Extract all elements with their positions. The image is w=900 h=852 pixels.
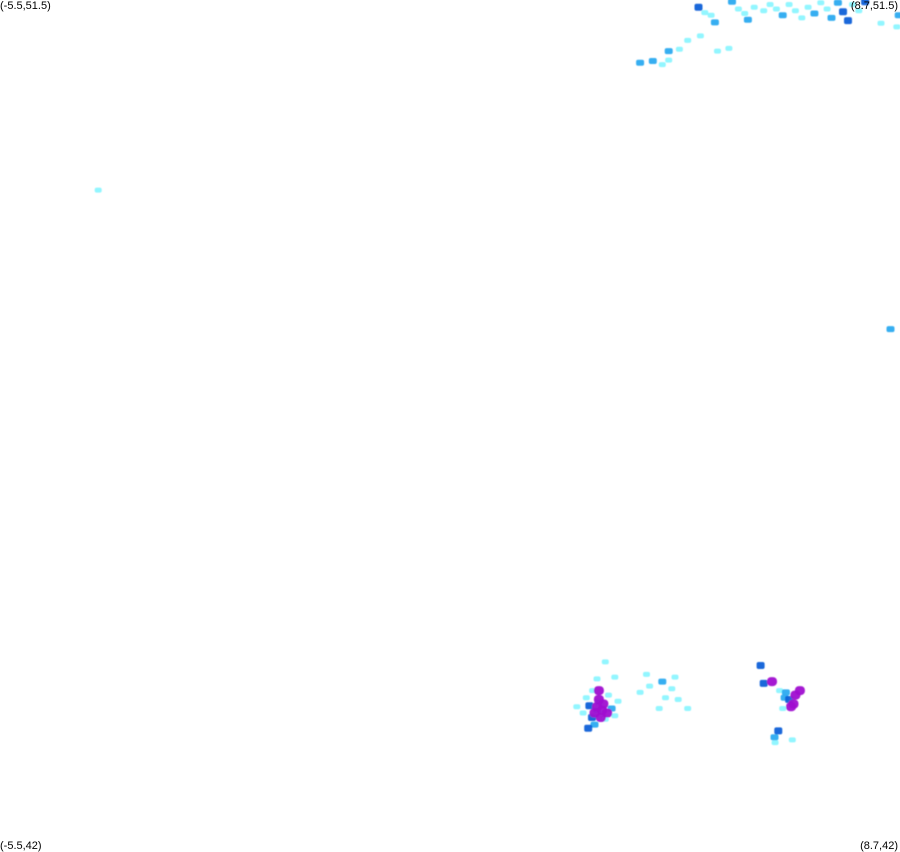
precip-cell-medium <box>664 48 673 55</box>
precip-cell-medium <box>778 12 787 19</box>
precip-cell-light <box>684 706 692 711</box>
precip-cell-strong <box>774 727 783 735</box>
precip-cell-strong <box>844 17 852 25</box>
precip-cell-light <box>605 692 612 698</box>
precip-cell-light <box>701 10 709 16</box>
precip-cell-light <box>798 15 806 21</box>
precip-cell-light <box>823 6 831 12</box>
precip-cell-light <box>877 20 885 26</box>
precip-cell-light <box>817 0 825 6</box>
precip-cell-light <box>611 674 619 680</box>
precip-cell-light <box>788 737 796 743</box>
corner-label-top-right: (8.7,51.5) <box>850 0 898 12</box>
precip-cell-medium <box>770 734 779 741</box>
precip-cell-medium <box>781 689 790 696</box>
precip-cell-light <box>662 695 669 701</box>
precip-cell-light <box>707 12 715 18</box>
precip-cell-light <box>791 8 799 14</box>
precip-cell-light <box>668 686 676 692</box>
precip-cell-strong <box>694 3 703 11</box>
precip-cell-light <box>658 62 666 68</box>
precip-cell-strong <box>756 662 765 669</box>
precip-cell-light <box>636 689 644 695</box>
precip-cell-light <box>655 706 663 711</box>
precip-cell-light <box>855 8 863 14</box>
precip-cell-light <box>772 6 780 12</box>
precip-cell-light <box>766 2 774 7</box>
precip-cell-medium <box>710 19 719 26</box>
precip-cell-light <box>674 697 682 702</box>
precip-cell-intense <box>786 702 796 712</box>
precip-cell-medium <box>658 678 667 685</box>
precip-cell-light <box>776 688 784 694</box>
corner-label-bottom-right: (8.7,42) <box>860 840 898 852</box>
precip-cell-intense <box>595 713 606 722</box>
precip-cell-medium <box>590 721 599 728</box>
precip-cell-medium <box>894 12 900 19</box>
precip-cell-medium <box>728 0 736 5</box>
precip-cell-medium <box>810 10 819 17</box>
precip-cell-light <box>741 11 749 16</box>
precip-cell-light <box>849 2 856 7</box>
precip-cell-light <box>760 8 768 14</box>
corner-label-bottom-left: (-5.5,42) <box>0 840 42 852</box>
precip-cell-intense <box>593 686 604 696</box>
precip-cell-strong <box>759 679 768 687</box>
precip-cell-light <box>675 46 683 52</box>
precip-cell-medium <box>833 0 842 6</box>
precip-cell-light <box>593 676 601 682</box>
precip-cell-medium <box>743 16 752 23</box>
precip-cell-light <box>893 24 900 30</box>
precip-cell-strong <box>839 8 847 16</box>
precip-cell-light <box>671 674 679 680</box>
precip-cell-light <box>785 2 793 7</box>
precip-cell-light <box>725 45 733 51</box>
precip-cell-light <box>573 704 581 710</box>
precip-cell-light <box>804 4 812 10</box>
precip-cell-light <box>601 659 609 665</box>
precip-cell-light <box>684 37 692 43</box>
precip-cell-medium <box>636 59 645 66</box>
precip-cell-strong <box>861 0 870 6</box>
precip-cell-light <box>646 683 654 689</box>
precip-cell-light <box>696 33 704 39</box>
precip-cell-light <box>771 740 779 746</box>
precip-cell-medium <box>827 14 836 21</box>
precip-cell-light <box>734 6 742 12</box>
precip-cell-strong <box>585 702 594 710</box>
precip-cell-light <box>579 710 587 716</box>
precip-cell-medium <box>886 326 895 333</box>
precip-cell-light <box>750 4 758 10</box>
precip-cell-medium <box>648 58 657 64</box>
corner-label-top-left: (-5.5,51.5) <box>0 0 51 12</box>
precip-cell-intense <box>794 686 805 696</box>
precip-cell-light <box>779 706 787 711</box>
precip-cell-light <box>611 713 619 719</box>
precip-cell-light <box>665 57 673 63</box>
precip-cell-strong <box>584 724 593 732</box>
precip-cell-light <box>582 695 590 701</box>
precip-cell-light <box>643 671 650 677</box>
precip-cell-light <box>714 48 721 54</box>
precip-cell-intense <box>767 677 777 687</box>
precip-cell-light <box>614 698 622 704</box>
precip-cell-light <box>94 187 102 193</box>
